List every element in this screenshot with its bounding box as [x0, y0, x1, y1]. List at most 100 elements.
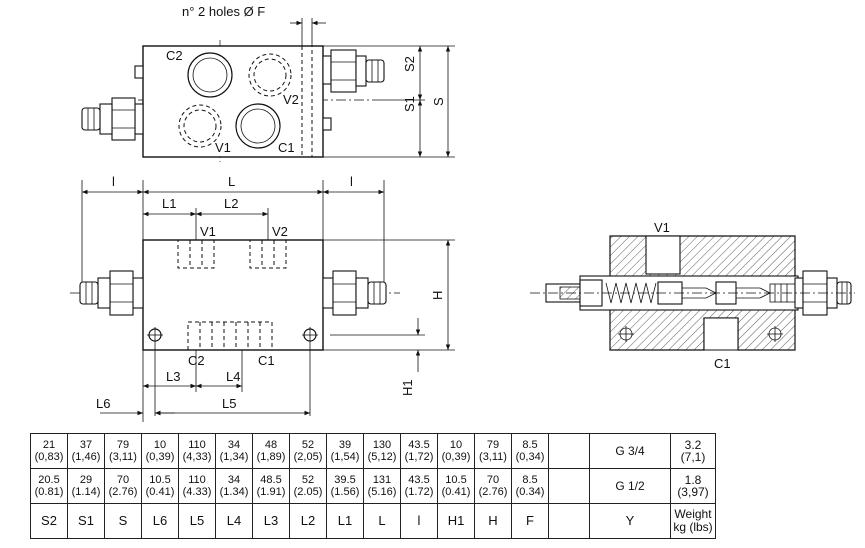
cell-value: 20.5 [38, 474, 60, 486]
table-cell: 130(5,12) [363, 433, 401, 469]
cell-inch-value: (5.16) [367, 486, 397, 498]
table-cell: 110(4.33) [178, 468, 216, 504]
table-cell: 43.5(1.72) [400, 468, 438, 504]
holes-label: n° 2 holes Ø F [182, 4, 265, 19]
cell-weight-lbs: (3,97) [677, 485, 709, 499]
top-c2-label: C2 [166, 48, 183, 63]
cell-value: 8.5 [522, 439, 538, 451]
table-cell-weight: 3.2(7,1) [670, 433, 716, 469]
table-header-cell: H1 [437, 503, 475, 539]
cell-inch-value: (0,34) [515, 451, 545, 463]
cell-weight-lbs: (7,1) [680, 450, 706, 464]
cell-inch-value: (2,05) [293, 451, 323, 463]
cell-value: 70 [116, 474, 130, 486]
dim-L5-label: L5 [222, 396, 236, 411]
dim-L3-label: L3 [166, 369, 180, 384]
cell-value: 34 [227, 439, 241, 451]
section-v1-label: V1 [654, 220, 670, 235]
table-header-cell: L [363, 503, 401, 539]
cell-inch-value: (0.34) [515, 486, 545, 498]
table-cell: 29(1.14) [67, 468, 105, 504]
cell-value: 43.5 [408, 474, 430, 486]
dim-H-label: H [430, 291, 445, 300]
table-cell: 52(2,05) [289, 433, 327, 469]
table-cell: 48.5(1.91) [252, 468, 290, 504]
table-cell: 10.5(0.41) [437, 468, 475, 504]
cell-inch-value: (1.56) [330, 486, 360, 498]
table-header-cell: L1 [326, 503, 364, 539]
technical-drawing: n° 2 holes Ø F C2 V2 V1 C1 S2 S1 S [70, 4, 855, 422]
table-cell: 20.5(0.81) [30, 468, 68, 504]
cell-value: 34 [227, 474, 241, 486]
dimensions-table-wrap: 21(0,83)37(1,46)79(3,11)10(0,39)110(4,33… [30, 433, 716, 539]
cell-weight-kg: 1.8 [684, 473, 702, 487]
cell-value: 130 [372, 439, 392, 451]
cell-value: 8.5 [522, 474, 538, 486]
cell-inch-value: (3,11) [479, 451, 507, 463]
table-cell: 10.5(0.41) [141, 468, 179, 504]
dim-s2-label: S2 [402, 56, 417, 72]
table-cell: 79(3,11) [104, 433, 142, 469]
cell-value: 10.5 [445, 474, 467, 486]
dimensions-table: 21(0,83)37(1,46)79(3,11)10(0,39)110(4,33… [30, 433, 716, 539]
cell-inch-value: (2.05) [293, 486, 323, 498]
table-cell: 39.5(1.56) [326, 468, 364, 504]
top-v2-label: V2 [283, 92, 299, 107]
table-cell: 79(3,11) [474, 433, 512, 469]
table-cell-blank [548, 468, 590, 504]
cell-inch-value: (4.33) [182, 486, 212, 498]
table-cell: 34(1,34) [215, 433, 253, 469]
cell-inch-value: (1.14) [71, 486, 101, 498]
cell-value: 39 [338, 439, 352, 451]
front-v2-label: V2 [272, 224, 288, 239]
cell-value: 10 [449, 439, 463, 451]
cell-inch-value: (1.91) [256, 486, 286, 498]
dim-L6-label: L6 [96, 396, 110, 411]
table-header-cell: Weight kg (lbs) [670, 503, 716, 539]
front-v1-label: V1 [200, 224, 216, 239]
table-header-cell: S2 [30, 503, 68, 539]
cell-inch-value: (1,72) [404, 451, 434, 463]
cell-value: 10 [153, 439, 167, 451]
cell-inch-value: (0.81) [34, 486, 64, 498]
cell-value: 10.5 [149, 474, 171, 486]
table-header-cell: L2 [289, 503, 327, 539]
cell-inch-value: (1,89) [256, 451, 286, 463]
cell-inch-value: (5,12) [367, 451, 397, 463]
cell-value: 70 [486, 474, 500, 486]
cell-value: 39.5 [334, 474, 356, 486]
cell-value: 48.5 [260, 474, 282, 486]
cell-value: 110 [188, 474, 206, 486]
table-cell: 43.5(1,72) [400, 433, 438, 469]
table-header-cell: H [474, 503, 512, 539]
table-cell: 34(1.34) [215, 468, 253, 504]
cell-value: 110 [188, 439, 206, 451]
cell-inch-value: (0,39) [145, 451, 175, 463]
dim-L-label: L [228, 174, 235, 189]
cell-inch-value: (1,46) [71, 451, 101, 463]
cell-inch-value: (1.34) [219, 486, 249, 498]
cell-value: 21 [42, 439, 56, 451]
table-header-cell: L3 [252, 503, 290, 539]
cell-inch-value: (0,83) [34, 451, 64, 463]
table-cell: 70(2.76) [104, 468, 142, 504]
table-cell: 110(4,33) [178, 433, 216, 469]
cell-value: 48 [264, 439, 278, 451]
cell-weight-kg: 3.2 [684, 438, 702, 452]
table-header-cell: l [400, 503, 438, 539]
front-view: l L l L1 L2 V1 V2 C2 C1 H H1 L3 L4 L5 L6 [70, 174, 455, 422]
cell-value: 79 [486, 439, 500, 451]
table-cell: 37(1,46) [67, 433, 105, 469]
cell-value: 79 [116, 439, 130, 451]
cell-inch-value: (0.41) [145, 486, 175, 498]
top-v1-label: V1 [215, 140, 231, 155]
table-header-cell: S [104, 503, 142, 539]
table-cell: 8.5(0.34) [511, 468, 549, 504]
cell-inch-value: (2.76) [108, 486, 138, 498]
dim-L4-label: L4 [226, 369, 240, 384]
table-header-cell: S1 [67, 503, 105, 539]
cell-inch-value: (0.41) [441, 486, 471, 498]
table-header-cell: F [511, 503, 549, 539]
top-c1-label: C1 [278, 140, 295, 155]
